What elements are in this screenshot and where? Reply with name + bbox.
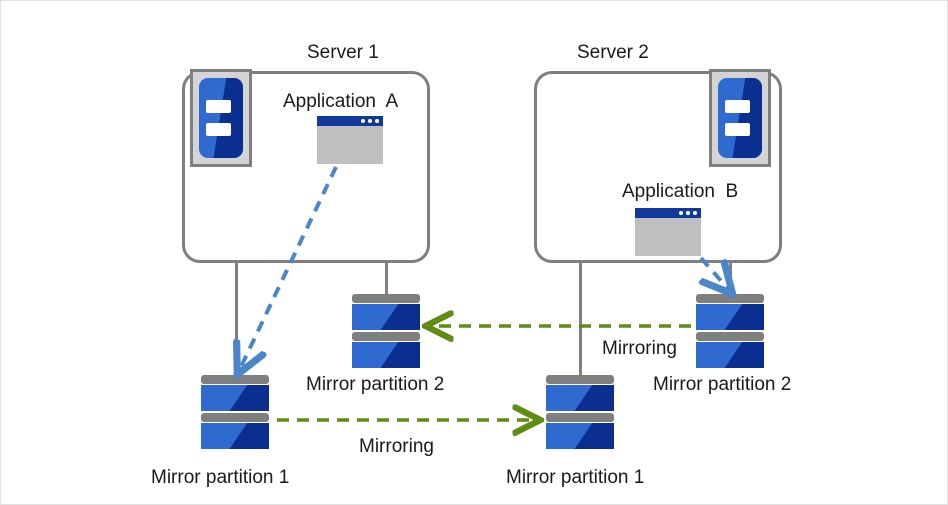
connector-server2-to-mp2 <box>729 261 732 296</box>
app-b-dot-2 <box>686 211 690 215</box>
mp1-left-cap-2 <box>201 413 269 422</box>
mirroring-bottom-label: Mirroring <box>359 436 434 457</box>
app-b-dot-1 <box>679 211 683 215</box>
app-b-dot-3 <box>693 211 697 215</box>
disk-stack-icon-mp2-right <box>696 294 764 369</box>
mp1-left-block-1 <box>201 385 269 411</box>
app-a-dot-3 <box>375 119 379 123</box>
mirroring-top-label: Mirroring <box>602 338 677 359</box>
mp1-right-cap-1 <box>546 375 614 384</box>
server-icon-2-body <box>718 78 762 158</box>
mp1-right-block-2 <box>546 423 614 449</box>
mp1-left-cap-1 <box>201 375 269 384</box>
mp2-left-cap-2 <box>352 332 420 341</box>
mp2-right-cap-1 <box>696 294 764 303</box>
mp2-right-block-2 <box>696 342 764 368</box>
server-icon-2-shade <box>732 78 762 158</box>
mp2-right-block-1 <box>696 304 764 330</box>
mp2-left-cap-1 <box>352 294 420 303</box>
connector-server1-to-mp1 <box>235 261 238 377</box>
server-icon <box>190 69 252 167</box>
app-b-titlebar <box>635 208 701 218</box>
server1-title: Server 1 <box>307 42 379 63</box>
server-icon-body <box>199 78 243 158</box>
mp2-left-block-1 <box>352 304 420 330</box>
mirror-partition-2-right-label: Mirror partition 2 <box>653 374 792 395</box>
mp1-left-block-2 <box>201 423 269 449</box>
mirror-partition-1-right-label: Mirror partition 1 <box>506 467 645 488</box>
app-a-dot-1 <box>361 119 365 123</box>
disk-stack-icon-mp1-right <box>546 375 614 450</box>
mp1-right-cap-2 <box>546 413 614 422</box>
mp2-left-block-2 <box>352 342 420 368</box>
server-icon-2-bar-top <box>725 100 750 113</box>
server2-title: Server 2 <box>577 42 649 63</box>
mp1-right-block-1 <box>546 385 614 411</box>
app-a-titlebar <box>317 116 383 126</box>
connector-server2-to-mp1 <box>579 261 582 377</box>
app-a-dot-2 <box>368 119 372 123</box>
connector-server1-to-mp2 <box>385 261 388 296</box>
mirror-partition-1-left-label: Mirror partition 1 <box>151 467 290 488</box>
server-icon-bar-top <box>206 100 231 113</box>
application-window-icon-a <box>317 116 383 164</box>
disk-stack-icon-mp1-left <box>201 375 269 450</box>
application-window-icon-b <box>635 208 701 256</box>
application-a-label: Application A <box>283 91 399 112</box>
application-b-label: Application B <box>622 181 739 202</box>
server-icon-bar-bottom <box>206 123 231 136</box>
server-icon-shade <box>213 78 243 158</box>
disk-stack-icon-mp2-left <box>352 294 420 369</box>
mirror-partition-2-left-label: Mirror partition 2 <box>306 374 445 395</box>
server-icon-2 <box>709 69 771 167</box>
mp2-right-cap-2 <box>696 332 764 341</box>
server-icon-2-bar-bottom <box>725 123 750 136</box>
